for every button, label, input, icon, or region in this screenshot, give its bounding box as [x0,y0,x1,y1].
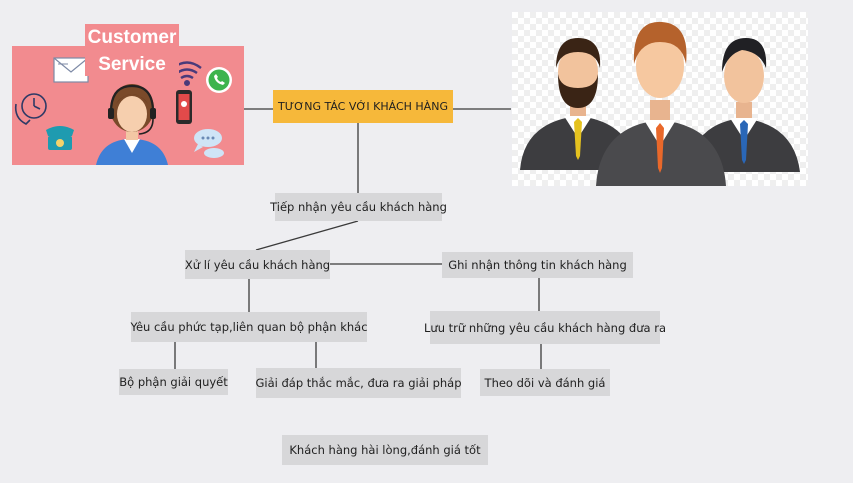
telephone-icon [46,126,74,150]
node-store-requests: Lưu trữ những yêu cầu khách hàng đưa ra [424,311,666,344]
node-answer-questions: Giải đáp thắc mắc, đưa ra giải pháp [255,368,462,398]
node-customer-satisfied: Khách hàng hài lòng,đánh giá tốt [282,435,488,465]
node-record-info: Ghi nhận thông tin khách hàng [442,252,633,278]
node-complex-request: Yêu cầu phức tạp,liên quan bộ phận khác [130,312,368,342]
node-monitor-evaluate: Theo dõi và đánh giá [480,369,610,396]
clock-icon [14,93,47,125]
customer-service-title: Customer Service [85,24,179,76]
agent-headset-icon [96,84,168,165]
node-process-request: Xử lí yêu cầu khách hàng [185,250,330,279]
node-department-resolves: Bộ phận giải quyết [119,369,228,395]
whatsapp-icon [206,67,232,93]
smartphone-icon [176,90,192,124]
customer-service-icons [14,57,232,165]
chat-bubble-icon [194,129,224,158]
businessmen-group-icon [520,21,800,186]
title-line-2: Service [98,54,166,75]
title-line-1: Customer [87,27,177,48]
hub-node: TƯƠNG TÁC VỚI KHÁCH HÀNG [273,90,453,123]
businessmen-illustration [512,12,808,186]
node-receive-request: Tiếp nhận yêu cầu khách hàng [270,193,447,221]
envelope-icon [53,57,89,83]
